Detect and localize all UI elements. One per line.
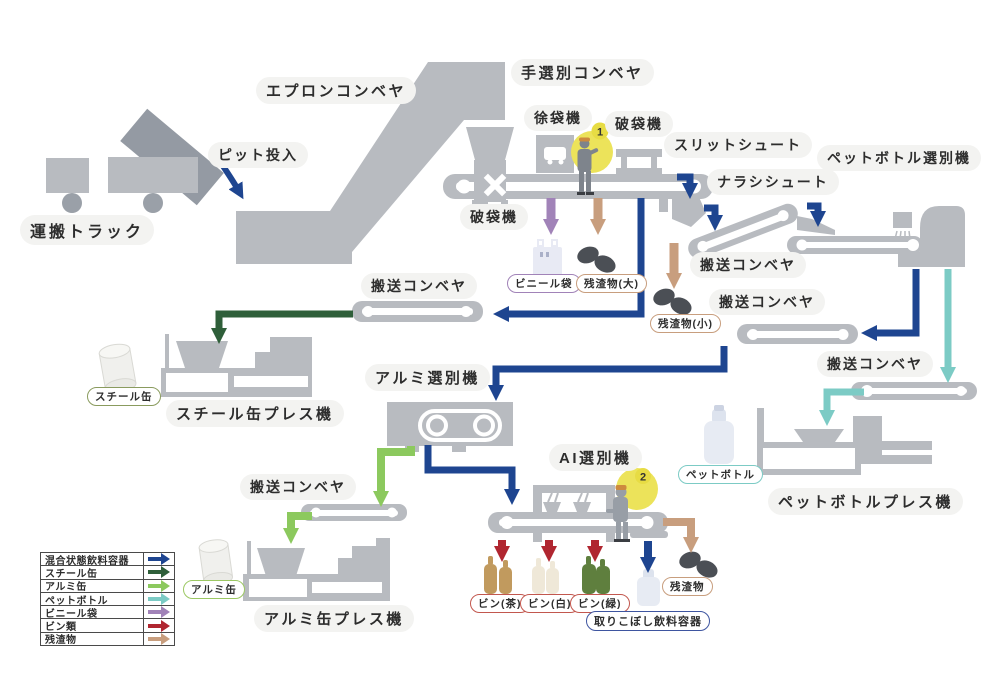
- label-narashi-chute: ナラシシュート: [707, 169, 839, 195]
- aluminum-sorter-machine-graphic: [387, 402, 513, 452]
- flow-arrow-aluminum-out: [373, 446, 415, 507]
- pet-press-machine-graphic: [757, 408, 932, 475]
- flow-arrow-into-slit-chute: [677, 173, 698, 199]
- flow-arrow-pit-input: [220, 164, 244, 200]
- vinyl-bag-graphic: [533, 239, 562, 277]
- flow-arrow-pet-sorter-reject: [861, 269, 920, 341]
- legend-row: スチール缶: [41, 566, 174, 580]
- label-transport-conveyor-incline: 搬送コンベヤ: [690, 252, 806, 278]
- legend-arrow-icon: [144, 606, 174, 619]
- label-transport-truck: 運搬トラック: [20, 215, 155, 245]
- pill-pet-bottle: ペットボトル: [678, 465, 763, 484]
- aluminum-line-conveyor-graphic: [301, 504, 407, 521]
- flow-arrow-pet-to-press: [819, 388, 864, 426]
- pill-bottle-white: ビン(白): [520, 594, 580, 613]
- legend-arrow-icon: [144, 632, 174, 645]
- mid-conveyor-graphic: [737, 324, 858, 344]
- apron-conveyor-graphic: [236, 62, 505, 264]
- worker-1-badge-number: 1: [597, 127, 603, 139]
- label-slit-chute: スリットシュート: [664, 132, 812, 158]
- bottles-green-graphic: [582, 556, 610, 594]
- label-pit-input: ピット投入: [208, 142, 308, 168]
- right-bottom-conveyor-graphic: [851, 382, 977, 400]
- label-ai-sorter: AI選別機: [549, 444, 642, 471]
- label-steel-can-press: スチール缶プレス機: [166, 400, 344, 427]
- label-apron-conveyor: エプロンコンベヤ: [256, 77, 417, 104]
- label-bag-breaker-top: 破袋機: [605, 111, 673, 137]
- worker-2-badge-number: 2: [640, 472, 646, 484]
- pet-sorter-machine-graphic: [787, 206, 965, 267]
- steel-line-conveyor-graphic: [352, 301, 483, 322]
- label-pet-bottle-sorter: ペットボトル選別機: [817, 145, 981, 171]
- flow-arrow-steel-to-press: [211, 310, 353, 344]
- label-transport-conveyor-alum: 搬送コンベヤ: [240, 474, 356, 500]
- legend-row: 混合状態飲料容器: [41, 553, 174, 567]
- bottles-brown-graphic: [484, 556, 512, 594]
- flow-arrow-residue-ai: [663, 518, 699, 553]
- label-aluminum-sorter: アルミ選別機: [365, 364, 490, 391]
- legend-row: ビン類: [41, 619, 174, 633]
- legend-arrow-icon: [144, 553, 174, 566]
- legend-label: 混合状態飲料容器: [41, 553, 144, 566]
- legend-label: ビン類: [41, 619, 144, 632]
- flow-arrow-to-steel-conveyor: [493, 198, 645, 322]
- residue-large-graphic: [574, 243, 619, 276]
- bag-breaker-bench-graphic: [616, 149, 662, 174]
- narashi-chute-graphic: [797, 216, 835, 235]
- legend-label: ビニール袋: [41, 606, 144, 619]
- worker-2-figure: 2: [606, 468, 658, 542]
- label-pet-bottle-press: ペットボトルプレス機: [768, 488, 964, 515]
- aluminum-press-machine-graphic: [243, 538, 390, 601]
- legend-label: アルミ缶: [41, 579, 144, 592]
- legend-row: 残渣物: [41, 632, 174, 646]
- worker-1-figure: 1: [571, 122, 613, 195]
- pill-missed-beverage-containers: 取りこぼし飲料容器: [586, 611, 710, 631]
- flow-arrow-aluminum-to-press: [283, 512, 312, 544]
- label-aluminum-can-press: アルミ缶プレス機: [254, 605, 414, 632]
- worker-2-badge: [635, 468, 651, 484]
- pill-residue-large: 残渣物(大): [576, 274, 647, 293]
- pill-residue-small: 残渣物(小): [650, 314, 721, 333]
- flow-arrow-slit-to-conveyor: [704, 204, 723, 231]
- label-bag-opener: 徐袋機: [524, 105, 592, 131]
- legend-row: アルミ缶: [41, 579, 174, 593]
- legend-arrow-icon: [144, 593, 174, 606]
- flow-arrow-to-aluminum-sorter: [488, 346, 728, 401]
- legend-label: 残渣物: [41, 632, 144, 646]
- legend-arrow-icon: [144, 619, 174, 632]
- pill-aluminum-can: アルミ缶: [183, 580, 245, 599]
- pill-bottle-brown: ビン(茶): [470, 594, 530, 613]
- legend-row: ビニール袋: [41, 606, 174, 620]
- worker-1-badge: [591, 122, 609, 140]
- flow-arrows: [211, 164, 956, 573]
- inclined-conveyor-graphic: [688, 203, 798, 259]
- legend-arrow-icon: [144, 579, 174, 592]
- label-hand-sorting-conveyor: 手選別コンベヤ: [511, 59, 654, 86]
- pill-steel-can: スチール缶: [87, 387, 161, 406]
- pet-bottle-small-graphic: [637, 569, 660, 606]
- legend-arrow-icon: [144, 566, 174, 579]
- pill-residue-ai: 残渣物: [662, 577, 713, 596]
- flow-arrow-into-narashi: [807, 202, 826, 227]
- steel-press-machine-graphic: [161, 334, 312, 397]
- label-transport-conveyor-right: 搬送コンベヤ: [817, 351, 933, 377]
- bag-opener-machine-graphic: [536, 135, 574, 173]
- flow-arrow-to-ai-sorter: [424, 445, 520, 505]
- pet-bottle-large-graphic: [704, 405, 734, 464]
- bag-breaker-hopper-graphic: [466, 127, 514, 213]
- legend-row: ペットボトル: [41, 592, 174, 607]
- slit-chute-graphic: [672, 197, 706, 227]
- label-bag-breaker-bottom: 破袋機: [460, 204, 528, 230]
- truck-graphic: [46, 108, 224, 213]
- bottles-white-graphic: [532, 558, 559, 594]
- label-transport-conveyor-steel: 搬送コンベヤ: [361, 273, 477, 299]
- legend-table: 混合状態飲料容器 スチール缶 アルミ缶 ペットボトル ビニール袋 ビン類 残渣物: [40, 552, 175, 647]
- legend-label: ペットボトル: [41, 592, 144, 606]
- label-transport-conveyor-mid: 搬送コンベヤ: [709, 289, 825, 315]
- legend-label: スチール缶: [41, 566, 144, 579]
- pill-vinyl-bag: ビニール袋: [507, 274, 581, 293]
